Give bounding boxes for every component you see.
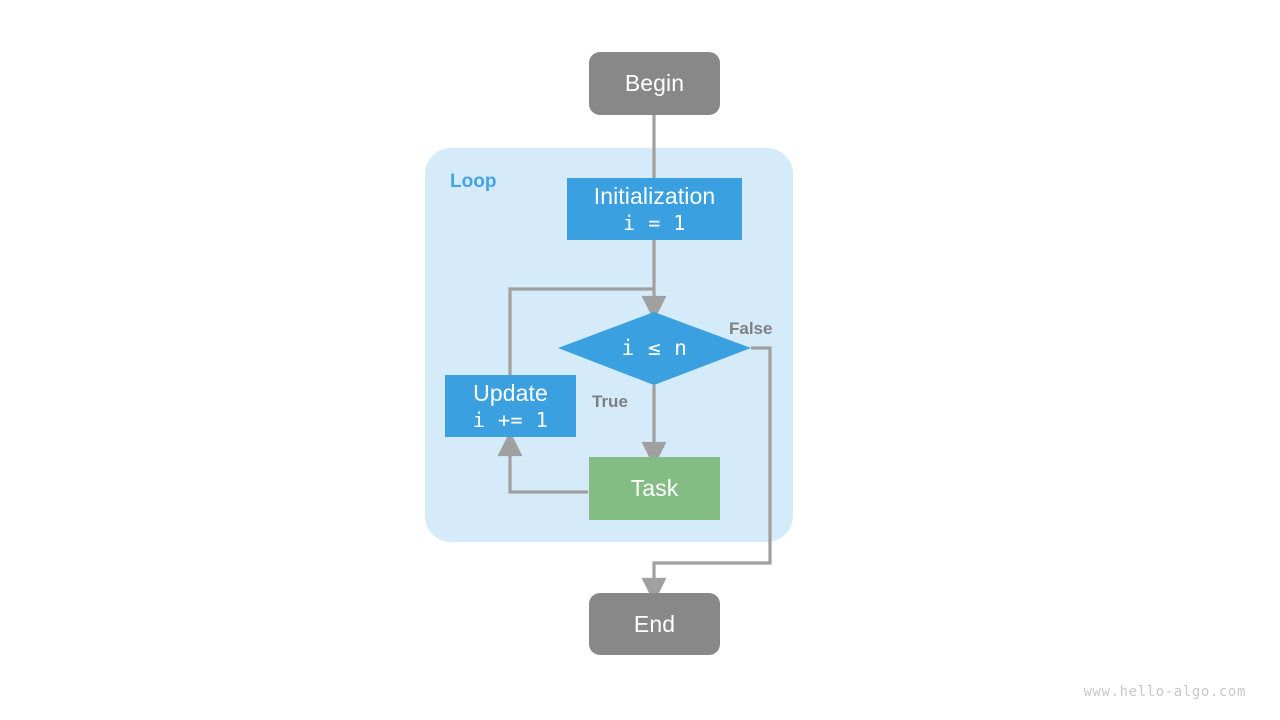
node-task[interactable] [589, 457, 720, 520]
node-initialization[interactable] [567, 178, 742, 240]
node-layer [445, 52, 751, 655]
edge-update-to-condition [508, 287, 654, 375]
edge-condition-to-end [641, 346, 772, 603]
node-begin[interactable] [589, 52, 720, 115]
node-end[interactable] [589, 593, 720, 655]
edge-label-false: False [729, 319, 773, 338]
edge-layer [497, 115, 772, 603]
node-condition[interactable] [558, 312, 751, 385]
node-update[interactable] [445, 375, 576, 437]
watermark: www.hello-algo.com [1083, 684, 1246, 700]
edge-task-to-update [497, 431, 588, 494]
loop-group-label: Loop [450, 171, 497, 192]
edge-label-true: True [592, 392, 628, 411]
